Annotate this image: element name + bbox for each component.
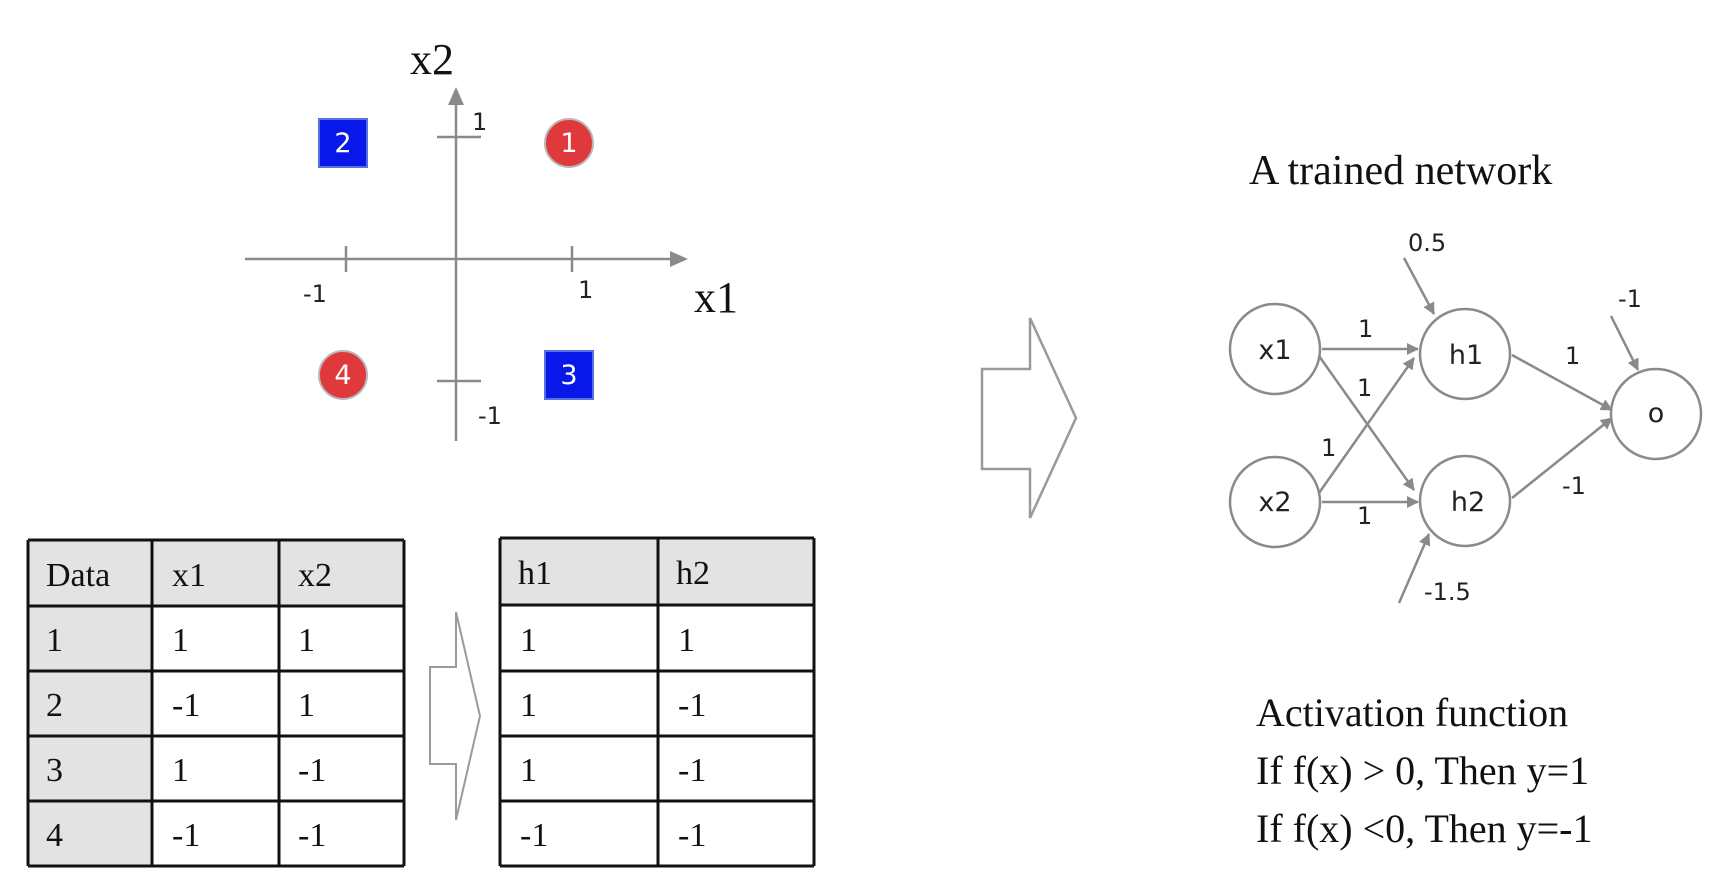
- x2-axis-arrowhead: [448, 87, 464, 105]
- scatter-points: 1 2 3 4: [318, 118, 594, 400]
- data-point-label-3: 3: [560, 360, 577, 391]
- bias-arrow-o: [1609, 315, 1640, 371]
- bias-label-o: -1: [1618, 285, 1642, 313]
- hidden-table-cell: 1: [520, 622, 537, 659]
- input-table-header: Data: [46, 557, 110, 594]
- hidden-table-cell: -1: [678, 817, 706, 854]
- tick-label-x-pos: 1: [578, 276, 593, 304]
- bias-label-h2: -1.5: [1424, 578, 1471, 606]
- node-x1: [1228, 302, 1322, 396]
- hidden-table-cell: -1: [678, 687, 706, 724]
- input-table-cell: 1: [172, 622, 189, 659]
- edge-h1-o: [1511, 353, 1613, 412]
- activation-title: Activation function: [1256, 690, 1568, 735]
- edge-h2-o: [1511, 417, 1613, 499]
- data-point-1: [544, 118, 594, 168]
- input-table-cell: 2: [46, 687, 63, 724]
- trained-network: A trained network x1 x2 h1 h2 o 1 1 1 1 …: [1228, 148, 1703, 606]
- input-table-cell: 3: [46, 752, 63, 789]
- input-table-header-bg: [28, 540, 404, 606]
- edge-x2-h1: [1317, 357, 1416, 494]
- data-point-label-1: 1: [560, 128, 577, 159]
- hidden-table-cell: -1: [520, 817, 548, 854]
- bias-arrow-h2: [1397, 533, 1431, 604]
- activation-function-block: Activation function If f(x) > 0, Then y=…: [1256, 690, 1593, 851]
- activation-rule-negative: If f(x) <0, Then y=-1: [1256, 806, 1593, 851]
- node-h2: [1418, 454, 1512, 548]
- hidden-table-cell: 1: [678, 622, 695, 659]
- data-point-label-4: 4: [334, 360, 351, 391]
- activation-rule-positive: If f(x) > 0, Then y=1: [1256, 748, 1589, 793]
- node-label-x2: x2: [1258, 487, 1291, 518]
- data-point-3: [544, 350, 594, 400]
- node-h1: [1418, 307, 1512, 401]
- bias-arrow-h1: [1402, 257, 1436, 315]
- weight-h1-o: 1: [1565, 342, 1580, 370]
- x1-axis-label: x1: [694, 273, 738, 322]
- data-point-4: [318, 350, 368, 400]
- weight-x1-h1: 1: [1358, 315, 1373, 343]
- hidden-output-table: h1 h2 1 1 1 -1 1 -1 -1 -1: [498, 536, 816, 868]
- node-label-x1: x1: [1258, 335, 1291, 366]
- tick-label-y-pos: 1: [472, 108, 487, 136]
- node-label-h1: h1: [1449, 340, 1483, 371]
- data-point-2: [318, 118, 368, 168]
- input-table-cell: 1: [298, 622, 315, 659]
- scatter-plot: -1 1 1 -1 x2 x1 1 2 3 4: [245, 35, 738, 441]
- input-table-header: x1: [172, 557, 206, 594]
- hidden-table-cell: 1: [520, 687, 537, 724]
- node-label-h2: h2: [1451, 487, 1485, 518]
- node-x2: [1228, 455, 1322, 549]
- hidden-table-header: h2: [676, 555, 710, 592]
- tick-label-y-neg: -1: [478, 402, 502, 430]
- weight-x2-h1: 1: [1357, 374, 1372, 402]
- weight-x1-h2: 1: [1321, 434, 1336, 462]
- input-table-cell: -1: [172, 817, 200, 854]
- big-transform-arrow-icon: [980, 317, 1078, 519]
- hidden-table-cell: -1: [678, 752, 706, 789]
- node-label-o: o: [1648, 398, 1665, 429]
- input-table-cell: 1: [298, 687, 315, 724]
- input-table: Data x1 x2 1 1 1 2 -1 1 3 1 -1 4 -1 -1: [26, 538, 406, 868]
- network-title: A trained network: [1249, 148, 1552, 194]
- bias-label-h1: 0.5: [1408, 229, 1446, 257]
- hidden-table-cell: 1: [520, 752, 537, 789]
- x1-axis-arrowhead: [670, 251, 688, 267]
- input-table-header: x2: [298, 557, 332, 594]
- weight-h2-o: -1: [1562, 472, 1586, 500]
- x2-axis-label: x2: [410, 35, 454, 84]
- data-point-label-2: 2: [334, 128, 351, 159]
- input-table-cell: -1: [298, 817, 326, 854]
- edge-x1-h2: [1317, 355, 1416, 491]
- node-o: [1609, 367, 1703, 461]
- input-table-cell: -1: [298, 752, 326, 789]
- hidden-table-header: h1: [518, 555, 552, 592]
- input-table-cell: 1: [46, 622, 63, 659]
- input-table-cell: 4: [46, 817, 63, 854]
- weight-x2-h2: 1: [1357, 502, 1372, 530]
- input-table-cell: -1: [172, 687, 200, 724]
- input-table-cell: 1: [172, 752, 189, 789]
- table-transform-arrow-icon: [429, 611, 482, 821]
- tick-label-x-neg: -1: [303, 280, 327, 308]
